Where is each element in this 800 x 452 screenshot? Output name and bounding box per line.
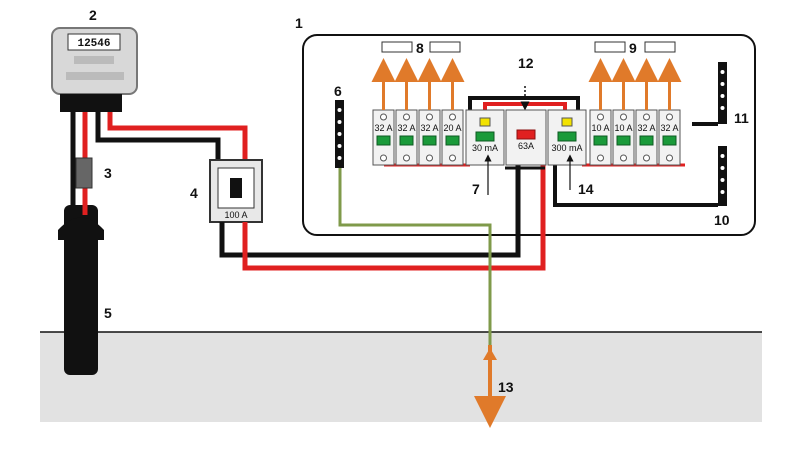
breaker-terminal-bottom: [620, 154, 627, 162]
main-breaker-rating: 63A: [518, 141, 534, 151]
breaker-toggle: [662, 135, 677, 146]
callout-13: 13: [498, 379, 514, 395]
feed-neutral: [219, 165, 521, 258]
earth-conductor: [338, 165, 492, 345]
breaker-terminal-bottom: [597, 154, 604, 162]
rcd-30ma-test: [479, 117, 491, 127]
callout-9: 9: [629, 40, 637, 56]
meter-label-plate: [66, 72, 124, 80]
breaker-terminal-top: [597, 113, 604, 121]
busbar-neutral-top: [468, 96, 580, 110]
callout-7: 7: [472, 181, 480, 197]
breaker-rating: 32 A: [397, 123, 415, 133]
right-breaker-group: 10 A 10 A 32 A 32 A: [588, 58, 682, 166]
breaker-terminal-top: [380, 113, 387, 121]
breaker-terminal-bottom: [426, 154, 433, 162]
breaker-toggle: [616, 135, 631, 146]
callout-11: 11: [734, 110, 749, 126]
breaker-toggle: [445, 135, 460, 146]
main-switch-rating: 100 A: [224, 210, 247, 220]
breaker-terminal-top: [449, 113, 456, 121]
callout-8: 8: [416, 40, 424, 56]
breaker-toggle: [639, 135, 654, 146]
feed-live: [242, 165, 546, 271]
breaker-toggle: [593, 135, 608, 146]
breaker-terminal-top: [666, 113, 673, 121]
meter-plate: [74, 56, 114, 64]
neutral-link-lower: [553, 165, 718, 207]
earth-electrode-head: [483, 348, 497, 360]
circuit-label-box-8b: [429, 41, 461, 53]
rcd-30ma-toggle: [475, 131, 495, 142]
cable-head: [58, 217, 104, 240]
breaker-rating: 32 A: [660, 123, 678, 133]
main-switch-toggle: [230, 178, 242, 198]
left-breaker-group: 32 A 32 A 32 A 20 A: [371, 58, 465, 166]
breaker-rating: 32 A: [374, 123, 392, 133]
callout-1: 1: [295, 15, 303, 31]
breaker-toggle: [422, 135, 437, 146]
circuit-label-box-9b: [644, 41, 676, 53]
breaker-rating: 32 A: [637, 123, 655, 133]
breaker-terminal-top: [643, 113, 650, 121]
breaker-terminal-bottom: [666, 154, 673, 162]
circuit-label-box-8a: [381, 41, 413, 53]
callout-3: 3: [104, 165, 112, 181]
callout-6: 6: [334, 83, 342, 99]
callout-10: 10: [714, 212, 730, 228]
rcd-300ma-toggle: [557, 131, 577, 142]
callout-5: 5: [104, 305, 112, 321]
breaker-terminal-top: [620, 113, 627, 121]
service-cable: [64, 205, 98, 375]
breaker-terminal-top: [403, 113, 410, 121]
callout-2: 2: [89, 7, 97, 23]
breaker-terminal-bottom: [449, 154, 456, 162]
breaker-terminal-bottom: [403, 154, 410, 162]
meter-live-out: [107, 112, 248, 162]
breaker-toggle: [399, 135, 414, 146]
breaker-terminal-top: [426, 113, 433, 121]
meter-display: [67, 33, 121, 51]
breaker-rating: 10 A: [591, 123, 609, 133]
ground-area: [40, 332, 762, 422]
neutral-bar-upper: [718, 62, 727, 124]
meter-terminal-block: [60, 94, 122, 112]
meter-neutral-out: [95, 112, 221, 162]
cable-fuse: [75, 157, 93, 189]
breaker-rating: 10 A: [614, 123, 632, 133]
main-breaker-toggle: [516, 129, 536, 140]
callout-4: 4: [190, 185, 198, 201]
callout-14: 14: [578, 181, 594, 197]
rcd-300ma-rating: 300 mA: [551, 143, 582, 153]
rcd-30ma-rating: 30 mA: [472, 143, 498, 153]
circuit-label-box-9a: [594, 41, 626, 53]
breaker-rating: 20 A: [443, 123, 461, 133]
neutral-bar-lower: [718, 146, 727, 206]
breaker-toggle: [376, 135, 391, 146]
breaker-terminal-bottom: [380, 154, 387, 162]
rcd-300ma-test: [561, 117, 573, 127]
breaker-terminal-bottom: [643, 154, 650, 162]
breaker-rating: 32 A: [420, 123, 438, 133]
callout-12: 12: [518, 55, 534, 71]
meter-reading: 12546: [77, 38, 110, 50]
